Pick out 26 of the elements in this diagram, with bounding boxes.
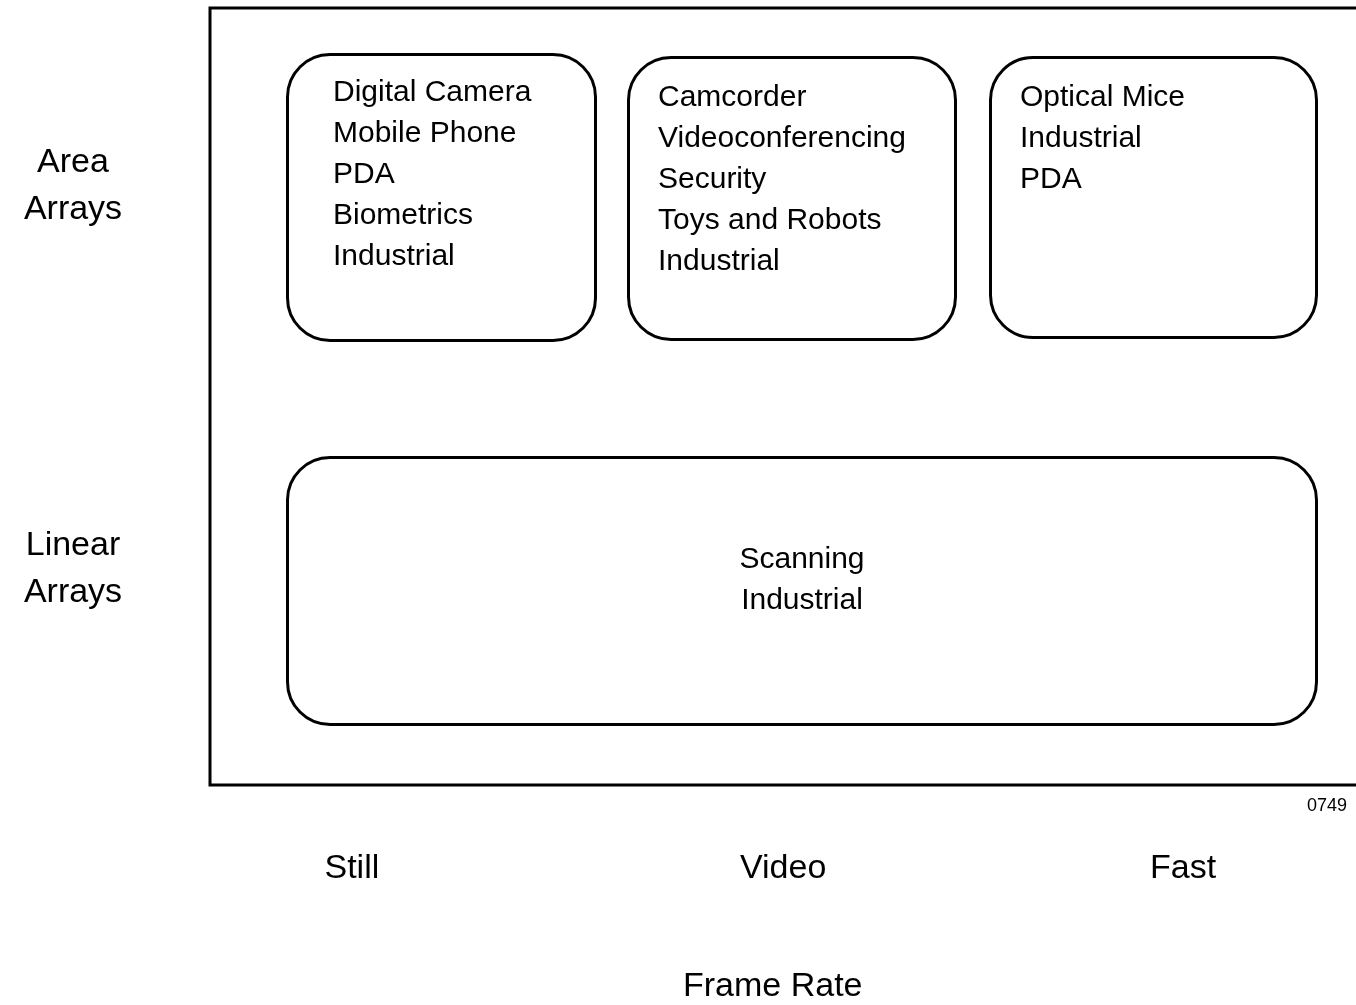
application-label: Optical Mice [1020, 78, 1186, 114]
application-label: Industrial [333, 237, 455, 273]
column-label: Fast [1150, 846, 1217, 887]
application-label: Camcorder [658, 78, 807, 114]
application-label: Digital Camera [333, 73, 532, 109]
column-label: Still [324, 846, 380, 887]
application-label: PDA [1020, 160, 1082, 196]
figure-number: 0749 [1307, 793, 1348, 817]
rounded-box [627, 56, 957, 341]
rounded-box [286, 53, 597, 342]
column-label: Video [740, 846, 827, 887]
axis-title: Frame Rate [683, 964, 863, 1005]
application-label: Industrial [1020, 119, 1142, 155]
application-label: PDA [333, 155, 395, 191]
application-label: Biometrics [333, 196, 474, 232]
application-label: Videoconferencing [658, 119, 906, 155]
application-label: Mobile Phone [333, 114, 517, 150]
application-label: Scanning [739, 540, 865, 576]
application-label: Industrial [658, 242, 780, 278]
row-label: Linear Arrays [22, 522, 124, 612]
row-label: Area Arrays [22, 139, 124, 229]
rounded-box [286, 456, 1318, 726]
application-label: Toys and Robots [658, 201, 882, 237]
application-label: Security [658, 160, 767, 196]
rounded-box [989, 56, 1318, 339]
application-label: Industrial [741, 581, 863, 617]
